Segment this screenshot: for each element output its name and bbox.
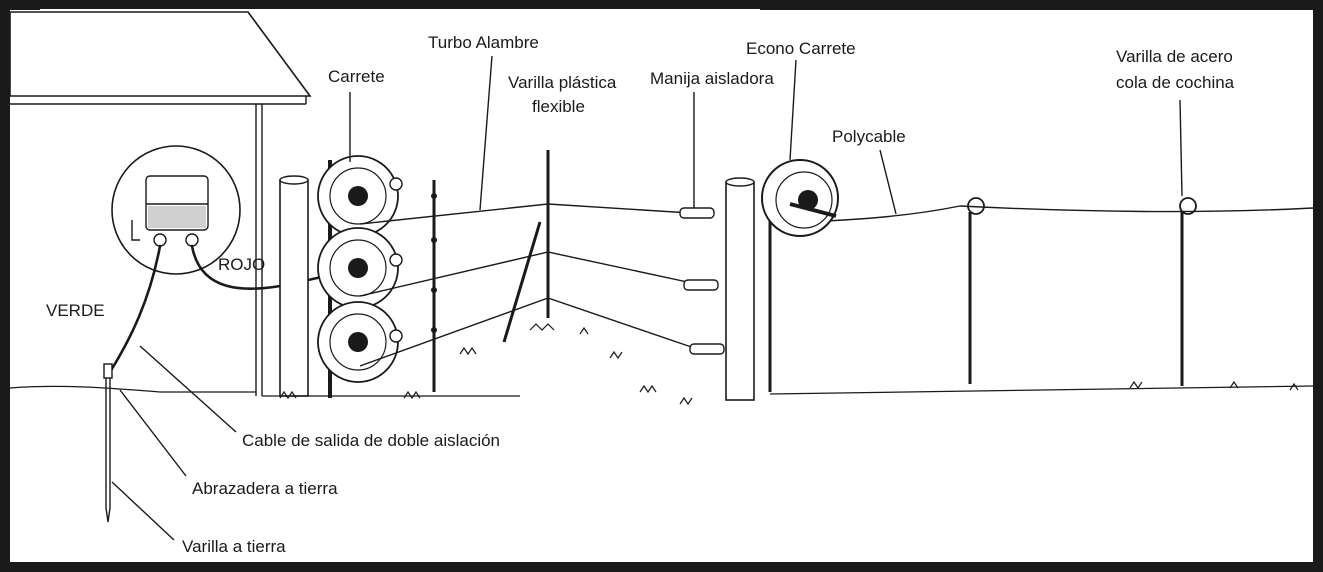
wooden-post-1 (279, 175, 309, 397)
label-cable-salida: Cable de salida de doble aislación (242, 431, 500, 450)
econo-reel (761, 159, 839, 237)
label-varilla-acero-line1: Varilla de acero (1116, 47, 1233, 66)
ground-rod (103, 363, 113, 523)
label-rojo: ROJO (218, 255, 265, 274)
step-in-post-1 (431, 180, 437, 392)
wooden-post-2 (725, 177, 772, 401)
reel-stack (317, 155, 403, 398)
label-varilla-tierra: Varilla a tierra (182, 537, 286, 556)
grass-tufts (262, 323, 1314, 406)
label-varilla-plastica-line2: flexible (532, 97, 585, 116)
label-polycable: Polycable (832, 127, 906, 146)
ground-line (9, 385, 256, 393)
label-varilla-acero-line2: cola de cochina (1116, 73, 1235, 92)
flexible-plastic-rod (502, 150, 550, 343)
pigtail-post-2 (1179, 197, 1197, 386)
label-abrazadera: Abrazadera a tierra (192, 479, 338, 498)
label-manija-aisladora: Manija aisladora (650, 69, 774, 88)
energizer-unit (111, 145, 241, 275)
label-turbo-alambre: Turbo Alambre (428, 33, 539, 52)
label-econo-carrete: Econo Carrete (746, 39, 856, 58)
leader-lines (111, 55, 1183, 541)
insulator-handles (679, 207, 725, 355)
label-carrete: Carrete (328, 67, 385, 86)
fence-wires (359, 203, 1314, 367)
barn-building (9, 11, 312, 396)
label-verde: VERDE (46, 301, 105, 320)
pigtail-post-1 (967, 197, 985, 384)
label-varilla-plastica-line1: Varilla plástica (508, 73, 617, 92)
